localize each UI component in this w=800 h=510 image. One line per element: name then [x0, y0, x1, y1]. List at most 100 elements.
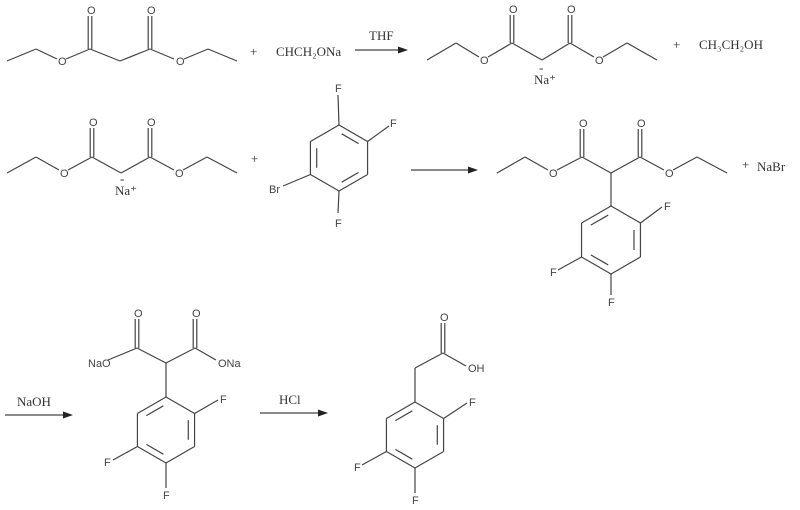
- bond: [361, 450, 387, 466]
- bond: [183, 48, 209, 60]
- plus-sign: +: [742, 157, 749, 172]
- bond: [194, 347, 217, 361]
- bond: [119, 48, 151, 62]
- ring-bond: [165, 396, 195, 415]
- label-ona: NaO: [88, 358, 111, 370]
- bond: [6, 156, 37, 174]
- bond: [182, 156, 208, 171]
- bond: [112, 445, 138, 461]
- arrow-head: [468, 166, 478, 174]
- bond: [569, 42, 595, 58]
- bond: [496, 156, 526, 174]
- counter-ion: Na⁺: [534, 72, 556, 87]
- ring-double-bond: [341, 171, 359, 183]
- atom-o: O: [595, 55, 604, 67]
- condition-thf: THF: [369, 28, 394, 43]
- bond: [414, 352, 444, 369]
- ring-double-bond: [590, 254, 609, 266]
- atom-o: O: [60, 168, 69, 180]
- plus-sign: +: [250, 44, 257, 59]
- reagent-naoh: NaOH: [17, 394, 51, 409]
- ring-bond: [165, 445, 195, 464]
- bond: [426, 42, 457, 61]
- bond: [581, 156, 612, 174]
- ring-bond: [414, 450, 444, 469]
- atom-o: O: [480, 55, 489, 67]
- arrow-head: [318, 409, 328, 417]
- bond: [455, 42, 480, 58]
- anion-charge: -: [120, 171, 124, 186]
- ring-bond: [414, 401, 444, 420]
- atom-o: O: [567, 4, 576, 16]
- bond: [35, 48, 58, 60]
- atom-o: O: [87, 5, 96, 17]
- bond: [120, 156, 151, 174]
- ring-double-bond: [395, 448, 413, 460]
- atom-o: O: [175, 168, 184, 180]
- ring-double-bond: [590, 214, 609, 226]
- atom-f: F: [412, 495, 419, 507]
- bond: [35, 156, 60, 171]
- bond: [487, 42, 513, 58]
- atom-o: O: [549, 168, 558, 180]
- ring-double-bond: [146, 405, 164, 417]
- arrow-head: [398, 46, 408, 54]
- bond: [626, 42, 658, 61]
- bond: [149, 48, 175, 60]
- bond: [442, 352, 467, 367]
- atom-o: O: [147, 117, 156, 129]
- plus-sign: +: [251, 151, 258, 166]
- atom-o: O: [58, 56, 67, 68]
- bond: [89, 48, 121, 62]
- bond: [282, 173, 311, 187]
- bond: [696, 156, 728, 174]
- ring-bond: [338, 124, 368, 143]
- ring-bond: [137, 396, 167, 415]
- ring-bond: [338, 173, 368, 192]
- bond: [511, 42, 543, 61]
- bond: [136, 347, 167, 364]
- atom-o: O: [192, 308, 201, 320]
- bond: [524, 156, 549, 171]
- byproduct-sodium-bromide: NaBr: [757, 159, 786, 174]
- ring-bond: [310, 124, 340, 143]
- atom-o: O: [89, 117, 98, 129]
- atom-o: O: [665, 168, 674, 180]
- atom-f: F: [335, 218, 342, 230]
- bond: [91, 156, 122, 174]
- ring-bond: [581, 205, 612, 224]
- atom-o: O: [637, 118, 646, 130]
- atom-o: O: [579, 118, 588, 130]
- atom-o: O: [440, 312, 449, 324]
- atom-f: F: [550, 267, 557, 279]
- counter-ion: Na⁺: [115, 183, 137, 198]
- bond: [194, 399, 219, 415]
- bond: [65, 48, 91, 60]
- bond: [367, 125, 390, 142]
- atom-f: F: [335, 83, 342, 95]
- bond: [602, 42, 628, 58]
- bond: [206, 156, 238, 174]
- ring-bond: [310, 173, 340, 192]
- ring-double-bond: [341, 133, 359, 145]
- ring-bond: [610, 256, 641, 275]
- atom-o: O: [147, 5, 156, 17]
- anion-charge: -: [539, 60, 543, 75]
- atom-f: F: [664, 201, 671, 213]
- ring-bond: [386, 450, 416, 469]
- bond: [640, 206, 663, 224]
- bond: [67, 156, 93, 171]
- bond: [165, 347, 196, 364]
- atom-f: F: [469, 397, 476, 409]
- byproduct-ethanol: CH₃CH₂OH: [699, 37, 763, 52]
- atom-o: O: [134, 308, 143, 320]
- bond: [337, 94, 340, 126]
- bond: [6, 48, 37, 62]
- reagent-sodium-ethoxide: CHCH₂ONa: [276, 44, 341, 59]
- ring-double-bond: [395, 410, 413, 422]
- atom-f: F: [220, 394, 227, 406]
- atom-f: F: [354, 462, 361, 474]
- bond: [557, 256, 582, 271]
